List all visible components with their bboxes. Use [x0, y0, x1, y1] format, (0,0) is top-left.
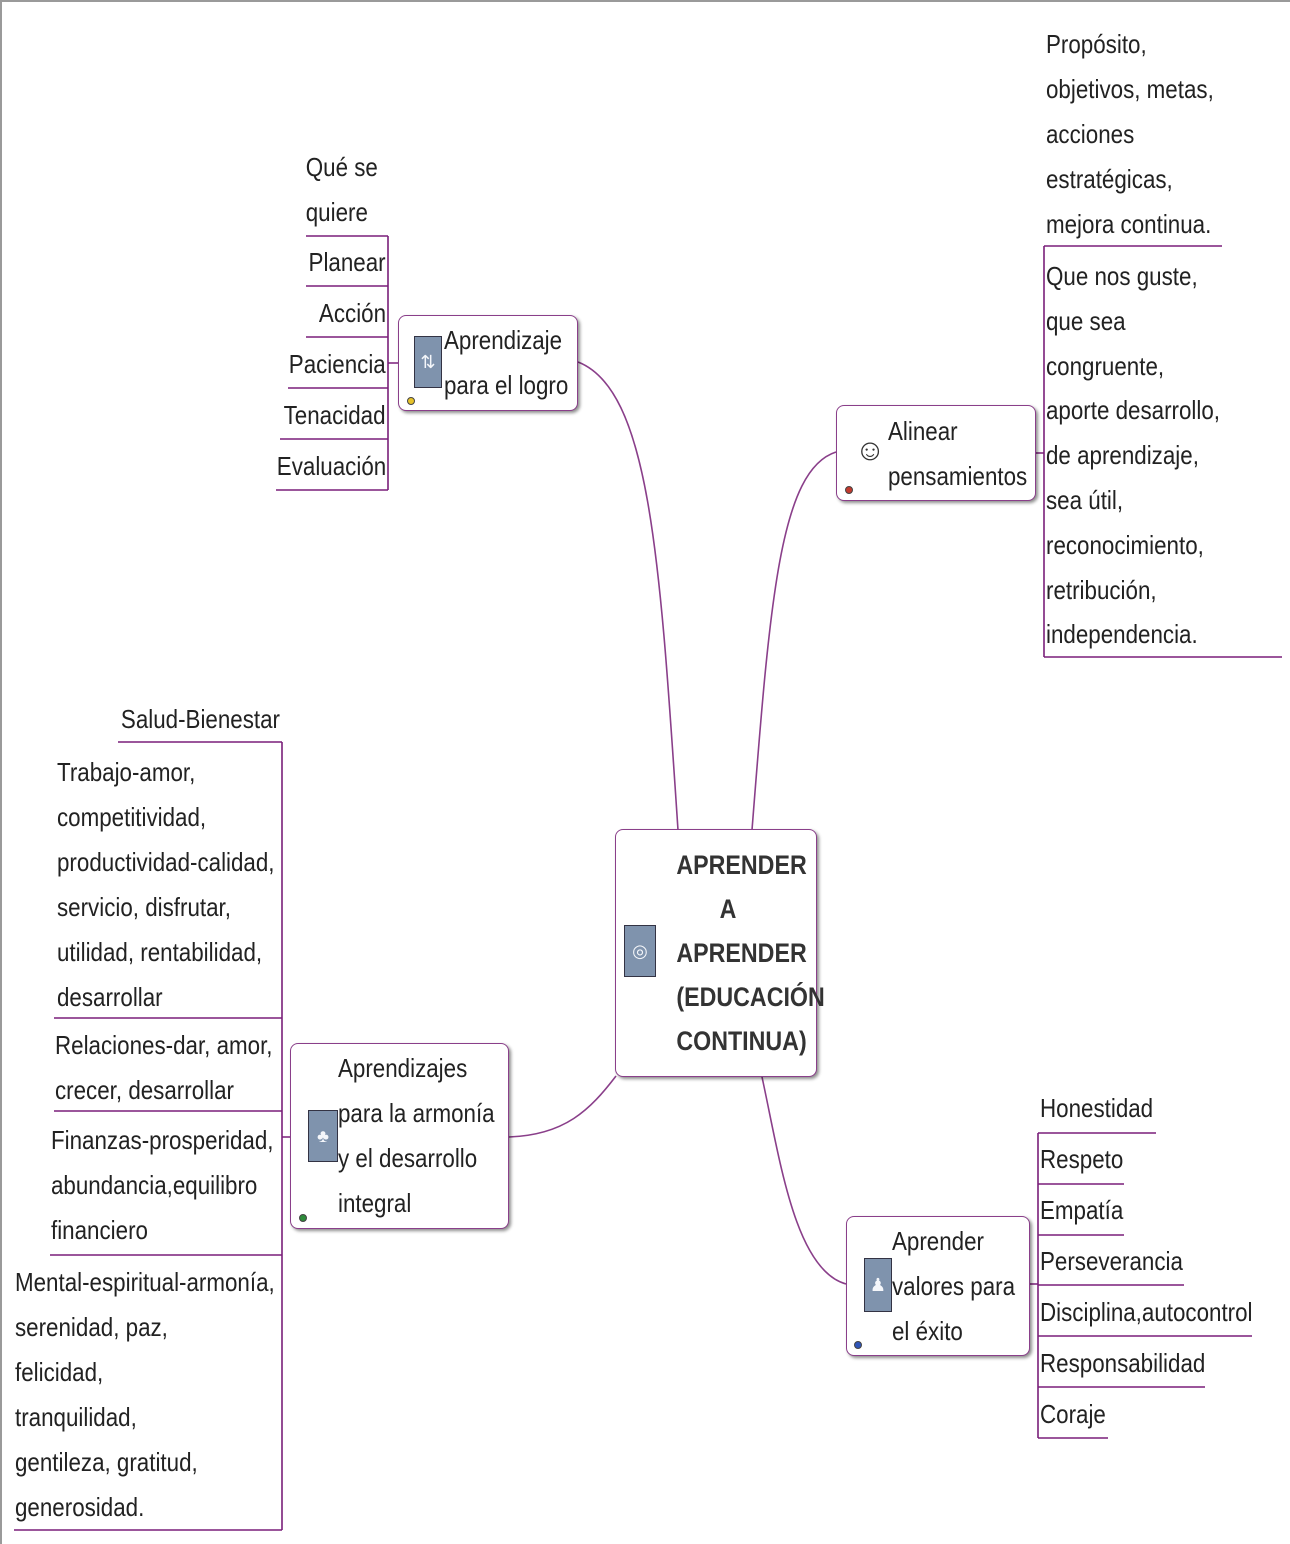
leaf-logro-evaluacion: Evaluación [276, 451, 386, 481]
leaf-pensamientos-que-nos-guste: Que nos guste, que sea congruente, aport… [1046, 261, 1221, 650]
leaf-armonia-trabajo: Trabajo-amor, competitividad, productivi… [57, 757, 275, 1012]
leaf-valores-coraje: Coraje [1040, 1399, 1106, 1429]
head-icon: ☺ [855, 428, 885, 474]
central-title: APRENDER A APRENDER (EDUCACIÓN CONTINUA) [676, 850, 825, 1056]
connector-central-logro [577, 361, 679, 831]
priority-marker-logro [407, 397, 415, 405]
branch-label-valores: Aprender valores para el éxito [892, 1226, 1016, 1346]
globe-icon: ◎ [624, 925, 656, 977]
branch-label-armonia: Aprendizajes para la armonía y el desarr… [338, 1053, 495, 1218]
branch-label-logro: Aprendizaje para el logro [444, 325, 569, 400]
leaf-line-armonia [281, 742, 290, 1530]
connector-central-pensamientos [751, 451, 837, 831]
connector-central-armonia [508, 1075, 617, 1138]
leaf-logro-accion: Acción [318, 298, 386, 328]
leaf-logro-planear: Planear [308, 247, 386, 277]
connector-central-valores [761, 1076, 847, 1285]
maze-icon: ⇅ [414, 336, 442, 388]
leaf-line-logro [387, 236, 398, 490]
leaf-armonia-relaciones: Relaciones-dar, amor, crecer, desarrolla… [55, 1030, 273, 1105]
leaf-armonia-mental: Mental-espiritual-armonía, serenidad, pa… [15, 1267, 275, 1522]
leaf-valores-disciplina: Disciplina,autocontrol [1040, 1297, 1253, 1327]
leaf-valores-responsabilidad: Responsabilidad [1040, 1348, 1206, 1378]
leaf-valores-respeto: Respeto [1040, 1144, 1124, 1174]
priority-marker-pensamientos [845, 486, 853, 494]
leaf-logro-tenacidad: Tenacidad [284, 400, 386, 430]
leaf-valores-empatia: Empatía [1040, 1195, 1124, 1225]
window-frame-top [0, 0, 1290, 2]
branch-node-armonia[interactable] [290, 1043, 509, 1229]
branch-label-pensamientos: Alinear pensamientos [888, 416, 1028, 491]
leaf-valores-honestidad: Honestidad [1040, 1093, 1154, 1123]
leaf-pensamientos-proposito: Propósito, objetivos, metas, acciones es… [1046, 29, 1214, 239]
priority-marker-armonia [299, 1214, 307, 1222]
leaf-valores-perseverancia: Perseverancia [1040, 1246, 1183, 1276]
leaf-armonia-finanzas: Finanzas-prosperidad, abundancia,equilib… [51, 1125, 274, 1245]
leaf-line-pensamientos [1036, 246, 1045, 657]
person-podium-icon: ♟ [864, 1258, 892, 1312]
leaf-armonia-salud: Salud-Bienestar [120, 704, 280, 734]
tree-globe-icon: ♣ [308, 1110, 338, 1162]
leaf-logro-que-se-quiere: Qué se quiere [305, 152, 378, 227]
leaf-logro-paciencia: Paciencia [289, 349, 386, 379]
priority-marker-valores [854, 1341, 862, 1349]
window-frame-left [0, 0, 2, 1544]
